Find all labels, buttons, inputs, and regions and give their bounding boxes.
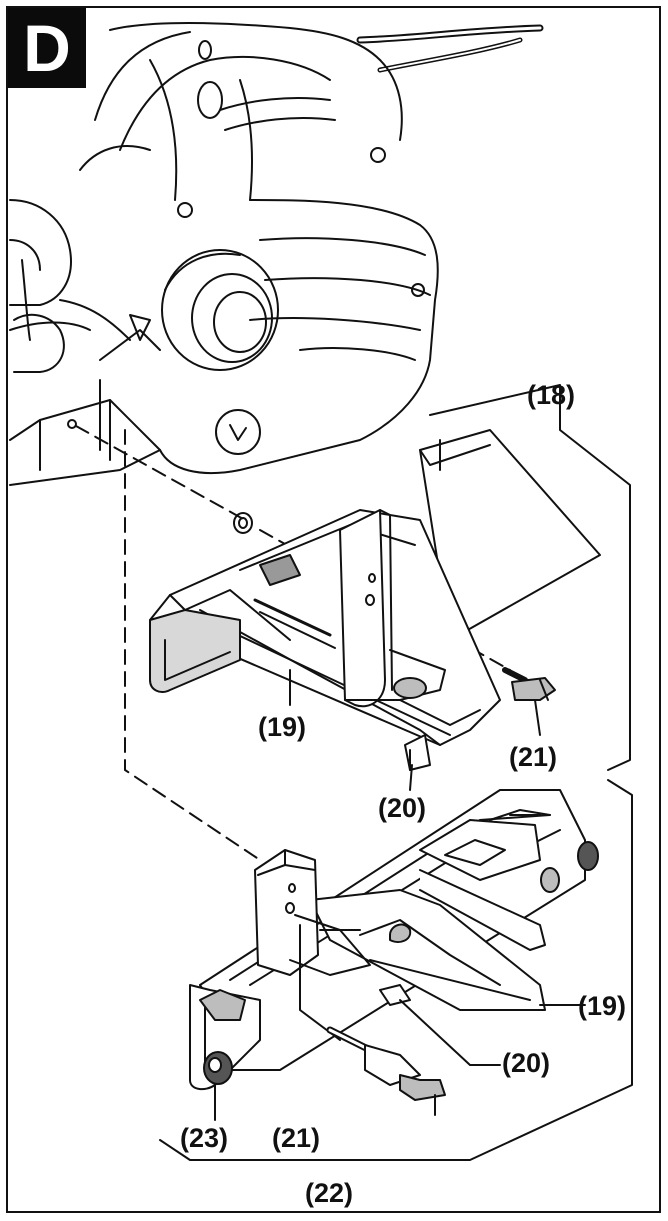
callout-19-upper: (19) — [258, 712, 307, 742]
parallel-guide-upper — [149, 384, 631, 791]
callout-19-lower: (19) — [578, 991, 627, 1021]
clamp-screw-lower — [299, 924, 446, 1116]
callout-20-lower: (20) — [502, 1048, 551, 1078]
clamp-screw-upper — [502, 667, 556, 701]
callout-21-lower: (21) — [272, 1123, 321, 1153]
callout-20-upper: (20) — [378, 793, 427, 823]
callout-21-upper: (21) — [509, 742, 558, 772]
callout-23: (23) — [180, 1123, 229, 1153]
locking-knob — [203, 1051, 233, 1085]
guide-foot-upper — [404, 734, 431, 771]
planer-body — [9, 22, 544, 486]
parallel-guide-lower — [159, 779, 633, 1161]
callout-18: (18) — [527, 380, 576, 410]
callout-22: (22) — [305, 1178, 354, 1208]
washer-icon — [233, 512, 253, 534]
panel-letter-badge: D — [8, 8, 86, 88]
